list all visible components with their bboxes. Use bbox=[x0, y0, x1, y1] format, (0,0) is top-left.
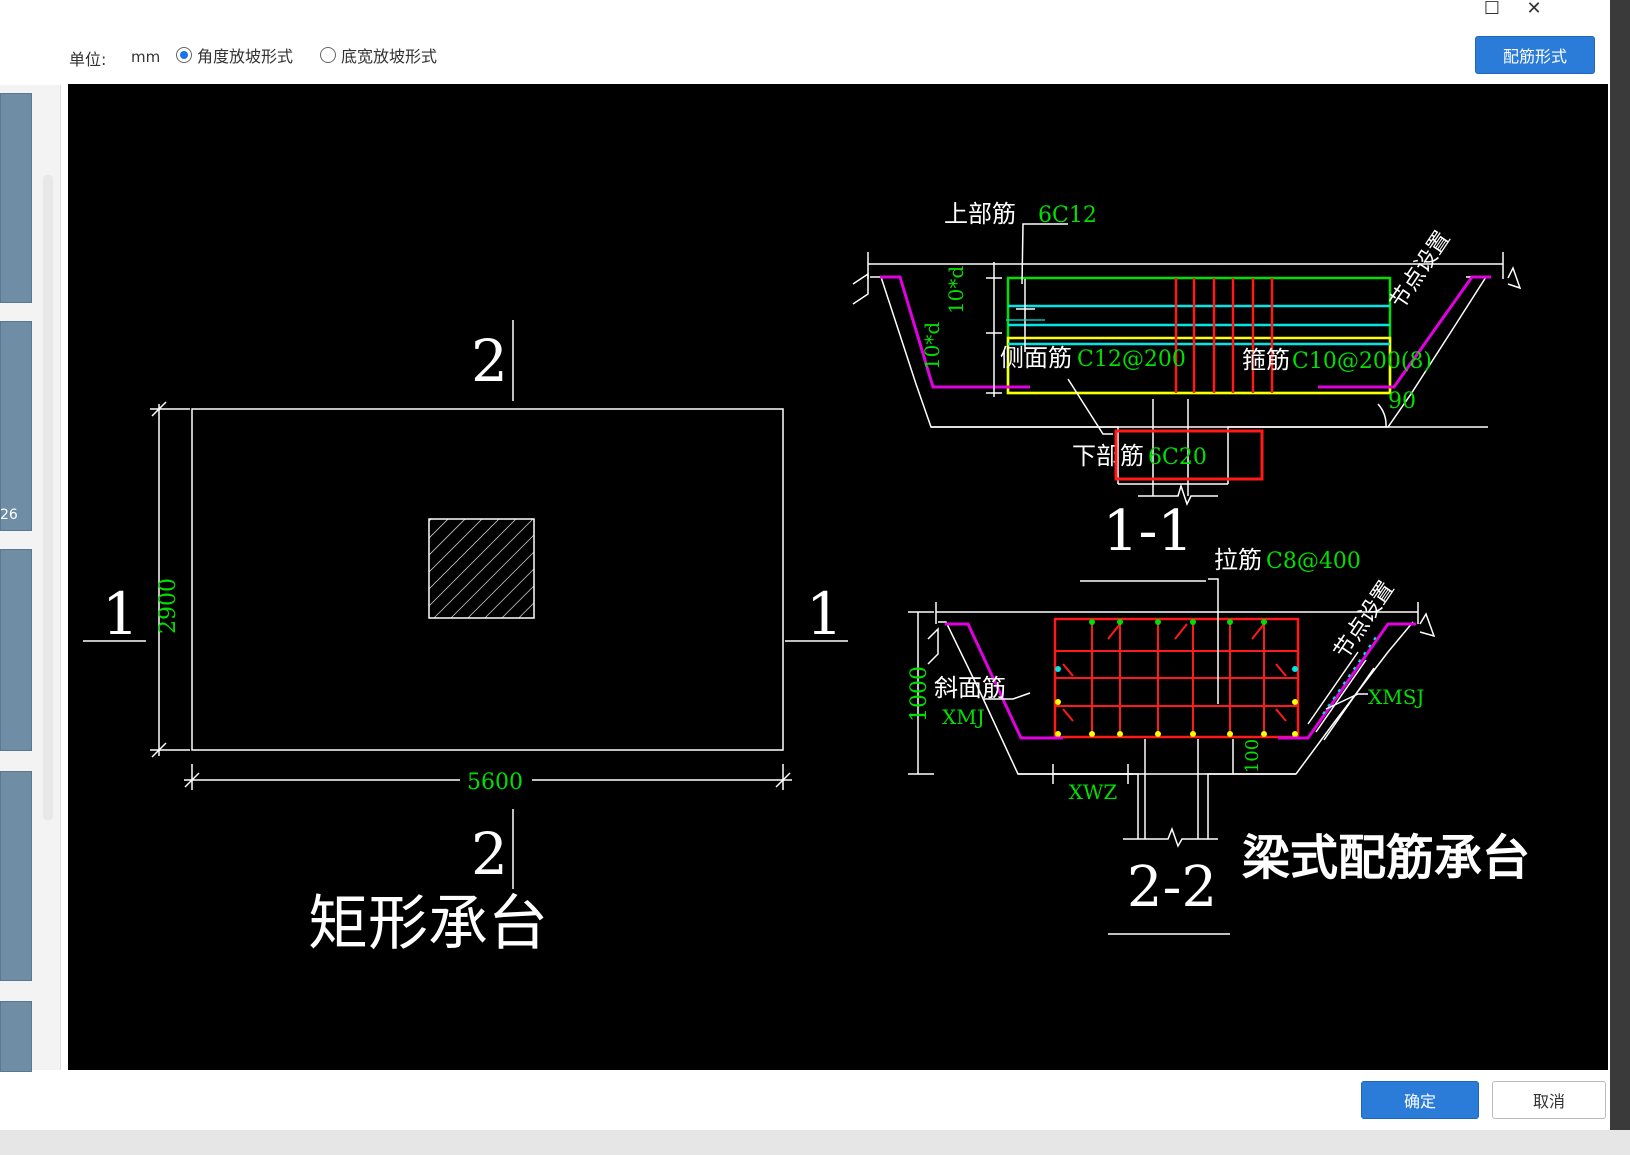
radio-angle-slope[interactable]: 角度放坡形式 bbox=[176, 44, 293, 66]
section22-tie-value: C8@400 bbox=[1266, 549, 1361, 574]
background-taskbar bbox=[0, 1130, 1630, 1155]
section22-outline-right bbox=[1207, 621, 1414, 839]
section11-side-rebar-label: 侧面筋 bbox=[1000, 344, 1072, 372]
radio-bottom-width-slope[interactable]: 底宽放坡形式 bbox=[320, 44, 437, 66]
plan-section-mark-bottom: 2 bbox=[471, 820, 508, 888]
beam-cap-title: 梁式配筋承台 bbox=[1242, 830, 1530, 886]
plan-dim-width: 5600 bbox=[467, 770, 523, 795]
thumbnail-2-label: 26 bbox=[0, 507, 18, 523]
section22-slope-rebar-right bbox=[1278, 622, 1416, 740]
highlight-box bbox=[1114, 429, 1264, 481]
section11-outline-right bbox=[1227, 276, 1488, 484]
section22-xmsj: XMSJ bbox=[1368, 685, 1424, 709]
radio-unselected-icon[interactable] bbox=[320, 47, 336, 63]
section11-slope-rebar-right bbox=[1318, 275, 1491, 389]
unit-value: mm bbox=[131, 48, 161, 66]
section11-anchor-1: 10*d bbox=[944, 266, 968, 314]
section22-dim-small: 100 bbox=[1242, 739, 1263, 773]
section11-slope-rebar-left bbox=[880, 275, 1030, 389]
rebar-form-button[interactable]: 配筋形式 bbox=[1475, 36, 1595, 74]
section11-stirrup-bottom bbox=[1006, 336, 1392, 395]
section11-bottom-rebar-label: 下部筋 bbox=[1072, 442, 1144, 470]
section22-xwz: XWZ bbox=[1069, 780, 1118, 804]
radio-selected-icon[interactable] bbox=[176, 47, 192, 63]
thumbnail-3[interactable] bbox=[0, 549, 32, 751]
pile-cap-dialog: ☐ ✕ 单位: mm 角度放坡形式 底宽放坡形式 配筋形式 26 bbox=[0, 0, 1608, 1119]
thumbnail-2[interactable] bbox=[0, 321, 32, 531]
background-window-edge bbox=[1610, 0, 1630, 1130]
section22-title: 2-2 bbox=[1127, 855, 1217, 920]
radio-bottom-label: 底宽放坡形式 bbox=[341, 47, 438, 66]
drawing-canvas: 2 2 1 1 2900 5600 矩形承台 bbox=[68, 84, 1608, 1070]
close-icon[interactable]: ✕ bbox=[1526, 0, 1542, 19]
ok-button[interactable]: 确定 bbox=[1361, 1081, 1479, 1119]
plan-title: 矩形承台 bbox=[308, 889, 548, 959]
section11-angle-value: 90 bbox=[1388, 389, 1416, 414]
section11-stirrup-label: 箍筋 bbox=[1242, 346, 1290, 374]
cancel-button[interactable]: 取消 bbox=[1492, 1081, 1606, 1119]
template-sidebar: 26 bbox=[0, 85, 61, 1072]
plan-section-mark-right: 1 bbox=[806, 580, 843, 648]
unit-label: 单位: bbox=[69, 50, 107, 69]
plan-section-mark-top: 2 bbox=[471, 327, 508, 395]
section11-top-rebar-value: 6C12 bbox=[1038, 203, 1097, 228]
plan-section-mark-left: 1 bbox=[102, 580, 139, 648]
thumbnail-4[interactable] bbox=[0, 771, 32, 981]
cad-drawing: 2 2 1 1 2900 5600 矩形承台 bbox=[83, 200, 1530, 959]
section22-slope-value: XMJ bbox=[942, 705, 985, 729]
section11-anchor-2: 10*d bbox=[920, 322, 944, 370]
radio-angle-label: 角度放坡形式 bbox=[197, 47, 294, 66]
section22-dim-height: 1000 bbox=[907, 666, 932, 722]
section22-slope-label: 斜面筋 bbox=[934, 674, 1006, 702]
section11-node-setting: 节点设置 bbox=[1386, 227, 1456, 314]
section22-outline-left bbox=[938, 621, 1139, 839]
sidebar-scrollbar[interactable] bbox=[43, 175, 53, 820]
section11-stirrup-top bbox=[1006, 276, 1392, 395]
section11-outline-left bbox=[870, 276, 1119, 484]
thumbnail-1[interactable] bbox=[0, 93, 32, 303]
section11-side-rebar-value: C12@200 bbox=[1077, 347, 1186, 372]
thumbnail-5[interactable] bbox=[0, 1001, 32, 1072]
section11-stirrup-value: C10@200(8) bbox=[1292, 349, 1432, 374]
plan-dim-height: 2900 bbox=[156, 578, 181, 634]
cap-plan-outline bbox=[191, 408, 784, 751]
section22-tie-label: 拉筋 bbox=[1214, 546, 1262, 574]
section22-slope-rebar-left bbox=[945, 622, 1063, 740]
section11-title: 1-1 bbox=[1103, 499, 1193, 564]
column-hatched bbox=[428, 518, 535, 619]
maximize-icon[interactable]: ☐ bbox=[1483, 0, 1501, 19]
section11-top-rebar-label: 上部筋 bbox=[944, 200, 1016, 228]
section11-bottom-rebar-value: 6C20 bbox=[1148, 445, 1207, 470]
